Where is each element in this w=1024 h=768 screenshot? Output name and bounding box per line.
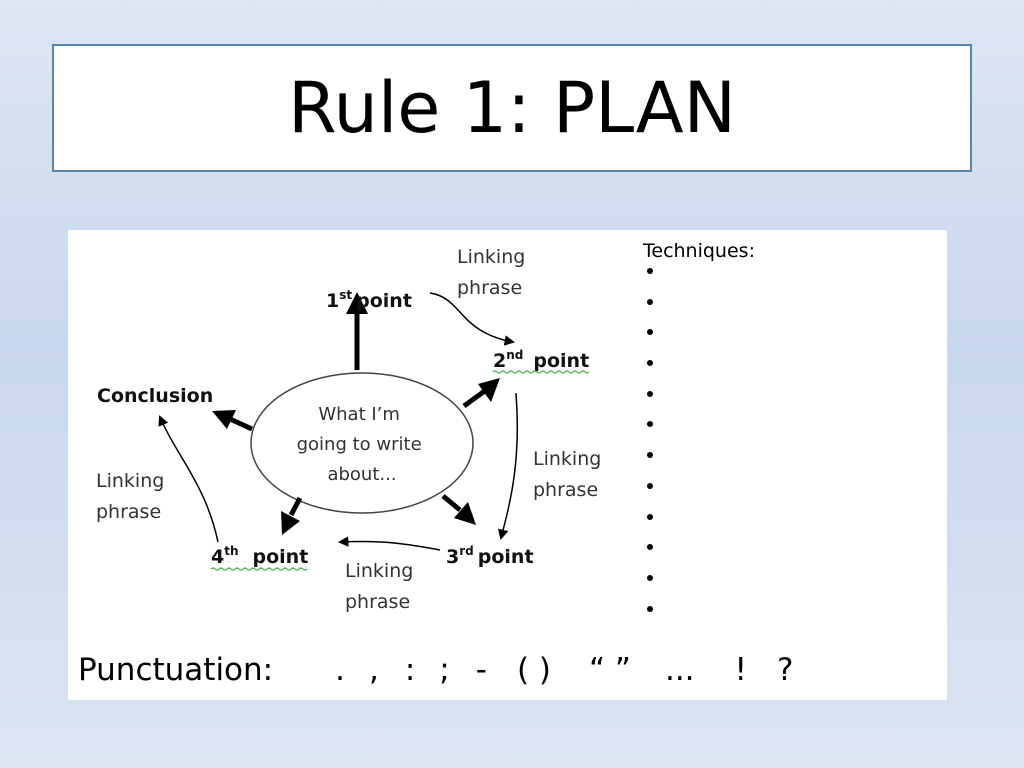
title-box: Rule 1: PLAN: [52, 44, 972, 172]
spellcheck-underline-4th: [210, 567, 308, 571]
punctuation-mark: -: [475, 652, 487, 688]
punctuation-mark: !: [734, 652, 747, 688]
technique-bullet: [643, 571, 755, 602]
linking-curves: [158, 292, 519, 551]
curve-3rd-to-4th: [337, 536, 441, 551]
technique-bullet: [643, 417, 755, 448]
techniques-title: Techniques:: [643, 240, 755, 262]
techniques-list: Techniques:: [643, 240, 755, 632]
arrow-to-conclusion: [212, 410, 254, 432]
linking-phrase-4: Linking phrase: [96, 470, 170, 523]
punctuation-mark: “ ”: [588, 652, 631, 688]
technique-bullet: [643, 325, 755, 356]
linking-phrase-2: Linking phrase: [533, 448, 607, 501]
technique-bullet: [643, 479, 755, 510]
content-panel: What I’m going to write about...: [68, 230, 947, 700]
punctuation-mark: ( ): [516, 652, 551, 688]
punctuation-mark: ?: [776, 652, 794, 688]
curve-4th-to-conclusion: [158, 415, 219, 543]
technique-bullet: [643, 540, 755, 571]
punctuation-mark: ;: [439, 652, 450, 688]
arrow-to-2nd-point: [462, 378, 500, 409]
arrow-to-4th-point: [281, 496, 303, 535]
linking-phrase-3: Linking phrase: [345, 560, 419, 613]
center-ellipse: [250, 372, 474, 514]
spellcheck-underline-2nd: [492, 370, 590, 374]
thick-arrows: [212, 292, 500, 535]
center-line-3: about...: [327, 464, 396, 485]
punctuation-mark: ,: [368, 652, 379, 688]
technique-bullet: [643, 510, 755, 541]
punctuation-marks: .,:;-( ) “ ”...!?: [273, 652, 793, 688]
center-line-1: What I’m: [318, 404, 400, 425]
punctuation-mark: :: [404, 652, 416, 688]
center-topic: What I’m going to write about...: [297, 404, 428, 485]
label-conclusion: Conclusion: [97, 385, 213, 407]
linking-phrase-1: Linking phrase: [457, 246, 531, 299]
arrow-to-1st-point: [346, 292, 368, 370]
technique-bullet: [643, 264, 755, 295]
punctuation-mark: ...: [664, 652, 695, 688]
curve-1st-to-2nd: [429, 292, 516, 346]
technique-bullet: [643, 387, 755, 418]
arrow-to-3rd-point: [441, 494, 476, 525]
curve-2nd-to-3rd: [498, 392, 519, 541]
technique-bullet: [643, 602, 755, 633]
slide-title: Rule 1: PLAN: [287, 67, 737, 149]
technique-bullet: [643, 356, 755, 387]
punctuation-mark: .: [335, 652, 345, 688]
technique-bullet: [643, 295, 755, 326]
technique-bullet: [643, 448, 755, 479]
punctuation-row: Punctuation:.,:;-( ) “ ”...!?: [78, 652, 793, 688]
punctuation-label: Punctuation:: [78, 652, 274, 688]
techniques-bullets: [643, 264, 755, 632]
plan-diagram: What I’m going to write about...: [96, 246, 607, 613]
center-line-2: going to write: [297, 434, 422, 455]
